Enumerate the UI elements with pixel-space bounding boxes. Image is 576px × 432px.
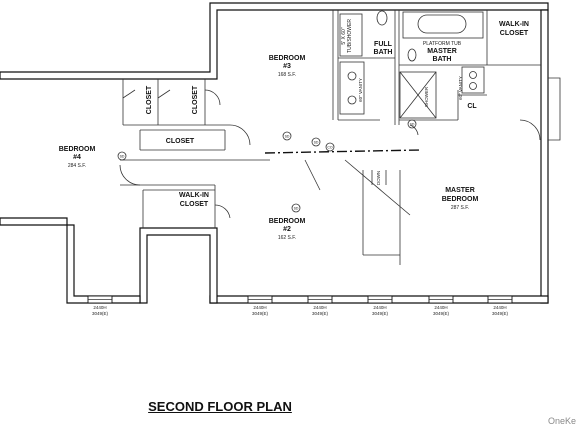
bedroom4-name: BEDROOM (59, 146, 96, 153)
closet-hall-label: CLOSET (166, 138, 195, 145)
stair-down-label: DOWN (376, 171, 381, 185)
platform-tub-label: PLATFORM TUB (423, 41, 462, 47)
master-bedroom-name2: BEDROOM (442, 196, 479, 203)
smoke-detector-2: SD (285, 135, 290, 139)
exterior-bump (548, 77, 561, 141)
window-size-label: 2440H (434, 305, 447, 310)
shower-stall (399, 71, 437, 119)
walk-in-closet-hall-name: WALK-IN (179, 192, 209, 199)
platform-tub (402, 11, 484, 39)
window-code-label: 3049(E) (492, 311, 509, 316)
shower-label: SHOWER (424, 86, 429, 107)
window-size-label: 2440H (253, 305, 266, 310)
master-bedroom-area: 287 S.F. (451, 205, 469, 211)
smoke-detector-5: SD (294, 207, 299, 211)
vanity-label-full-bath: 60" VANITY (358, 78, 363, 102)
full-bath-name2: BATH (374, 49, 393, 56)
room-labels: BEDROOM #3 168 S.F. BEDROOM #4 284 S.F. … (59, 21, 529, 241)
smoke-detector-4: SD (410, 123, 415, 127)
bedroom4-area: 284 S.F. (68, 163, 86, 169)
watermark: OneKe (547, 416, 576, 426)
walk-in-closet-hall-name2: CLOSET (180, 201, 209, 208)
bedroom2-name: BEDROOM (269, 218, 306, 225)
tub-size-label: 5' X 60" (341, 27, 347, 44)
wall-right (540, 9, 549, 304)
co-detector: CO (327, 146, 333, 150)
plan-title: SECOND FLOOR PLAN (148, 399, 292, 414)
tub-shower (339, 13, 363, 57)
interior-walls (119, 10, 541, 265)
closet-b-label: CLOSET (192, 85, 199, 114)
toilet-master-bath (407, 48, 417, 62)
window-size-label: 2440H (373, 305, 386, 310)
walk-in-closet-top-name: WALK-IN (499, 21, 529, 28)
window-code-label: 3049(E) (433, 311, 450, 316)
tub-shower-label: TUB/SHOWER (347, 19, 353, 53)
master-bedroom-name: MASTER (445, 187, 475, 194)
bedroom3-name: BEDROOM (269, 55, 306, 62)
full-bath-name: FULL (374, 41, 393, 48)
vanity-label-master-bath: 60" VANITY (458, 76, 463, 100)
walk-in-closet-top-name2: CLOSET (500, 30, 529, 37)
window-code-label: 3049(E) (92, 311, 109, 316)
bedroom3-area: 168 S.F. (278, 72, 296, 78)
window-size-label: 2440H (313, 305, 326, 310)
smoke-detector-1: SD (120, 155, 125, 159)
window-code-label: 3049(E) (252, 311, 269, 316)
vanity-full-bath (339, 61, 365, 115)
cl-label: CL (467, 103, 477, 110)
smoke-detector-3: SD (314, 141, 319, 145)
bedroom2-area: 162 S.F. (278, 235, 296, 241)
bedroom4-number: #4 (73, 154, 81, 161)
bedroom2-number: #2 (283, 226, 291, 233)
detectors: SD SD SD CO SD SD (117, 119, 417, 213)
window-size-label: 2440H (93, 305, 106, 310)
master-bath-name2: BATH (433, 56, 452, 63)
wall-left-bottom (0, 217, 141, 304)
closet-a-label: CLOSET (146, 85, 153, 114)
toilet-full-bath (376, 10, 388, 26)
fixtures: TUB/SHOWER 5' X 60" 60" VANITY PLATFORM … (339, 10, 485, 185)
windows: 2440H3049(E)2440H3049(E)2440H3049(E)2440… (87, 295, 513, 316)
wall-left-top (0, 2, 549, 80)
window-size-label: 2440H (493, 305, 506, 310)
wall-bedroom2 (139, 227, 218, 304)
bedroom3-number: #3 (283, 63, 291, 70)
window-code-label: 3049(E) (372, 311, 389, 316)
master-bath-name: MASTER (427, 48, 457, 55)
vanity-master-bath (461, 66, 485, 94)
window-code-label: 3049(E) (312, 311, 329, 316)
